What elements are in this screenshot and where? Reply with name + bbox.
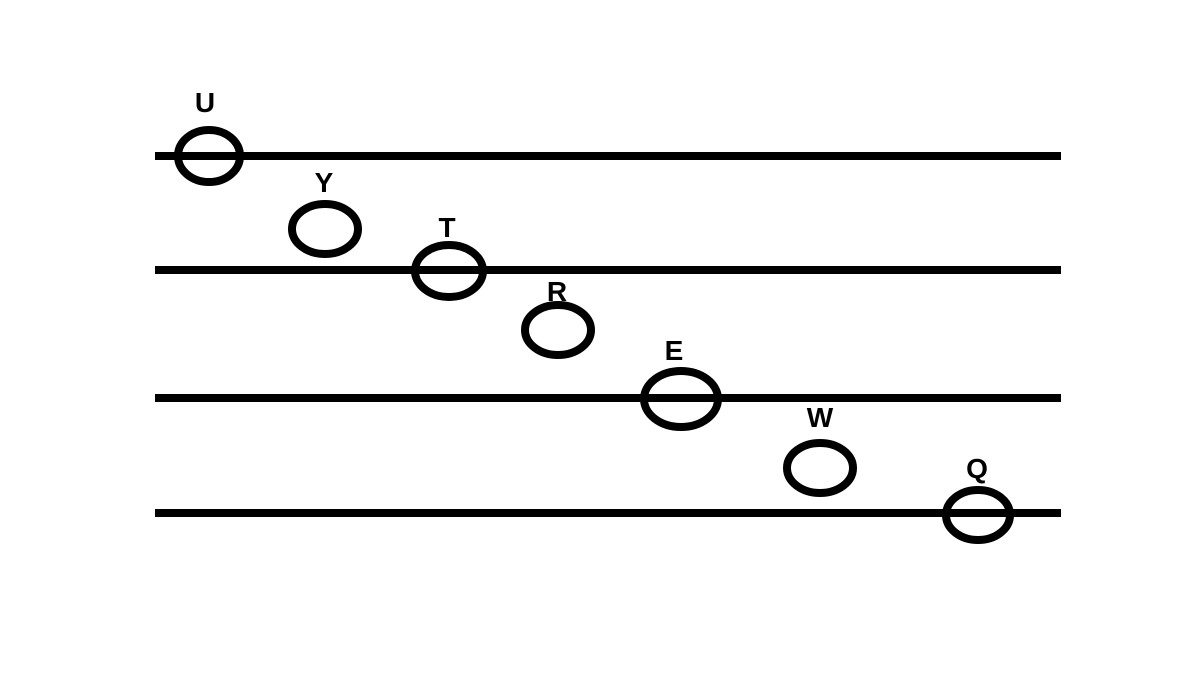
note-label-U: U (195, 87, 215, 118)
note-label-T: T (438, 212, 455, 243)
note-label-R: R (547, 276, 567, 307)
note-label-Y: Y (315, 167, 334, 198)
note-ellipse-R (521, 301, 595, 359)
note-ellipse-T (411, 241, 487, 301)
note-ellipse-Q (942, 486, 1014, 544)
note-label-E: E (665, 335, 684, 366)
note-ellipse-E (640, 367, 722, 431)
note-label-W: W (807, 402, 834, 433)
note-ellipse-Y (288, 200, 362, 258)
note-label-Q: Q (966, 453, 988, 484)
note-ellipse-W (783, 439, 857, 497)
note-ellipse-U (174, 126, 244, 186)
